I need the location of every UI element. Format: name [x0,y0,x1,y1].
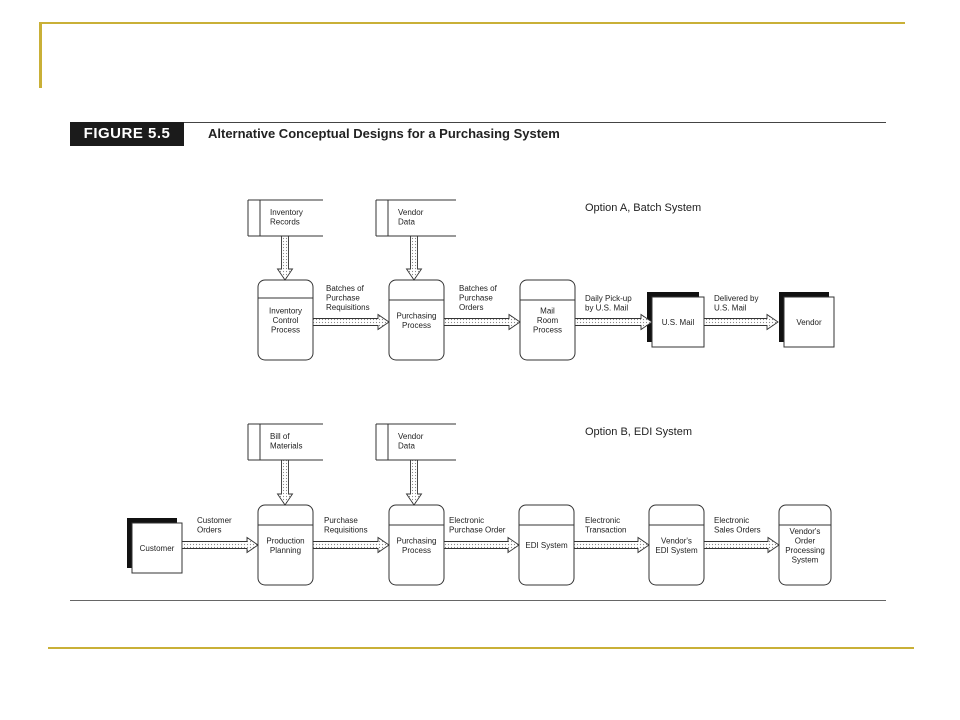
arrow-edi-to-vendor-edi [573,536,650,554]
arrow-control-to-purchasing [312,313,390,331]
arrow-vendor-data-to-purchasing-b [405,459,423,506]
entity-vendor: Vendor [779,292,835,348]
entity-us-mail: U.S. Mail [647,292,705,348]
frame-accent-bottom [48,647,914,649]
entity-customer: Customer [127,518,183,574]
figure-top-rule [184,122,886,123]
entity-vendor-label: Vendor [796,318,822,327]
option-b-title: Option B, EDI System [585,426,692,438]
figure-label: FIGURE 5.5 [70,122,184,146]
arrow-purchasing-to-mail-room [443,313,521,331]
arrow-vendor-data-to-purchasing-a [405,235,423,281]
process-edi-system: EDI System [518,504,575,586]
entity-customer-label: Customer [140,544,175,553]
process-edi-system-label: EDI System [525,541,568,550]
entity-us-mail-shape [651,296,705,348]
figure-title: Alternative Conceptual Designs for a Pur… [208,126,560,141]
entity-us-mail-label: U.S. Mail [662,318,695,327]
arrow-us-mail-to-vendor [703,313,779,331]
figure-bottom-rule [70,600,886,601]
frame-accent-top [39,22,905,24]
arrow-mail-room-to-us-mail [574,313,653,331]
arrow-vendor-edi-to-order-processing [703,536,780,554]
arrow-purchasing-to-edi [443,536,520,554]
arrow-production-to-purchasing [312,536,390,554]
frame-accent-vertical [39,22,42,88]
arrow-customer-to-production-planning [181,536,259,554]
arrow-bom-to-production-planning [276,459,294,506]
option-a-title: Option A, Batch System [585,202,701,214]
entity-vendor-shape [783,296,835,348]
arrow-inventory-records-to-control [276,235,294,281]
